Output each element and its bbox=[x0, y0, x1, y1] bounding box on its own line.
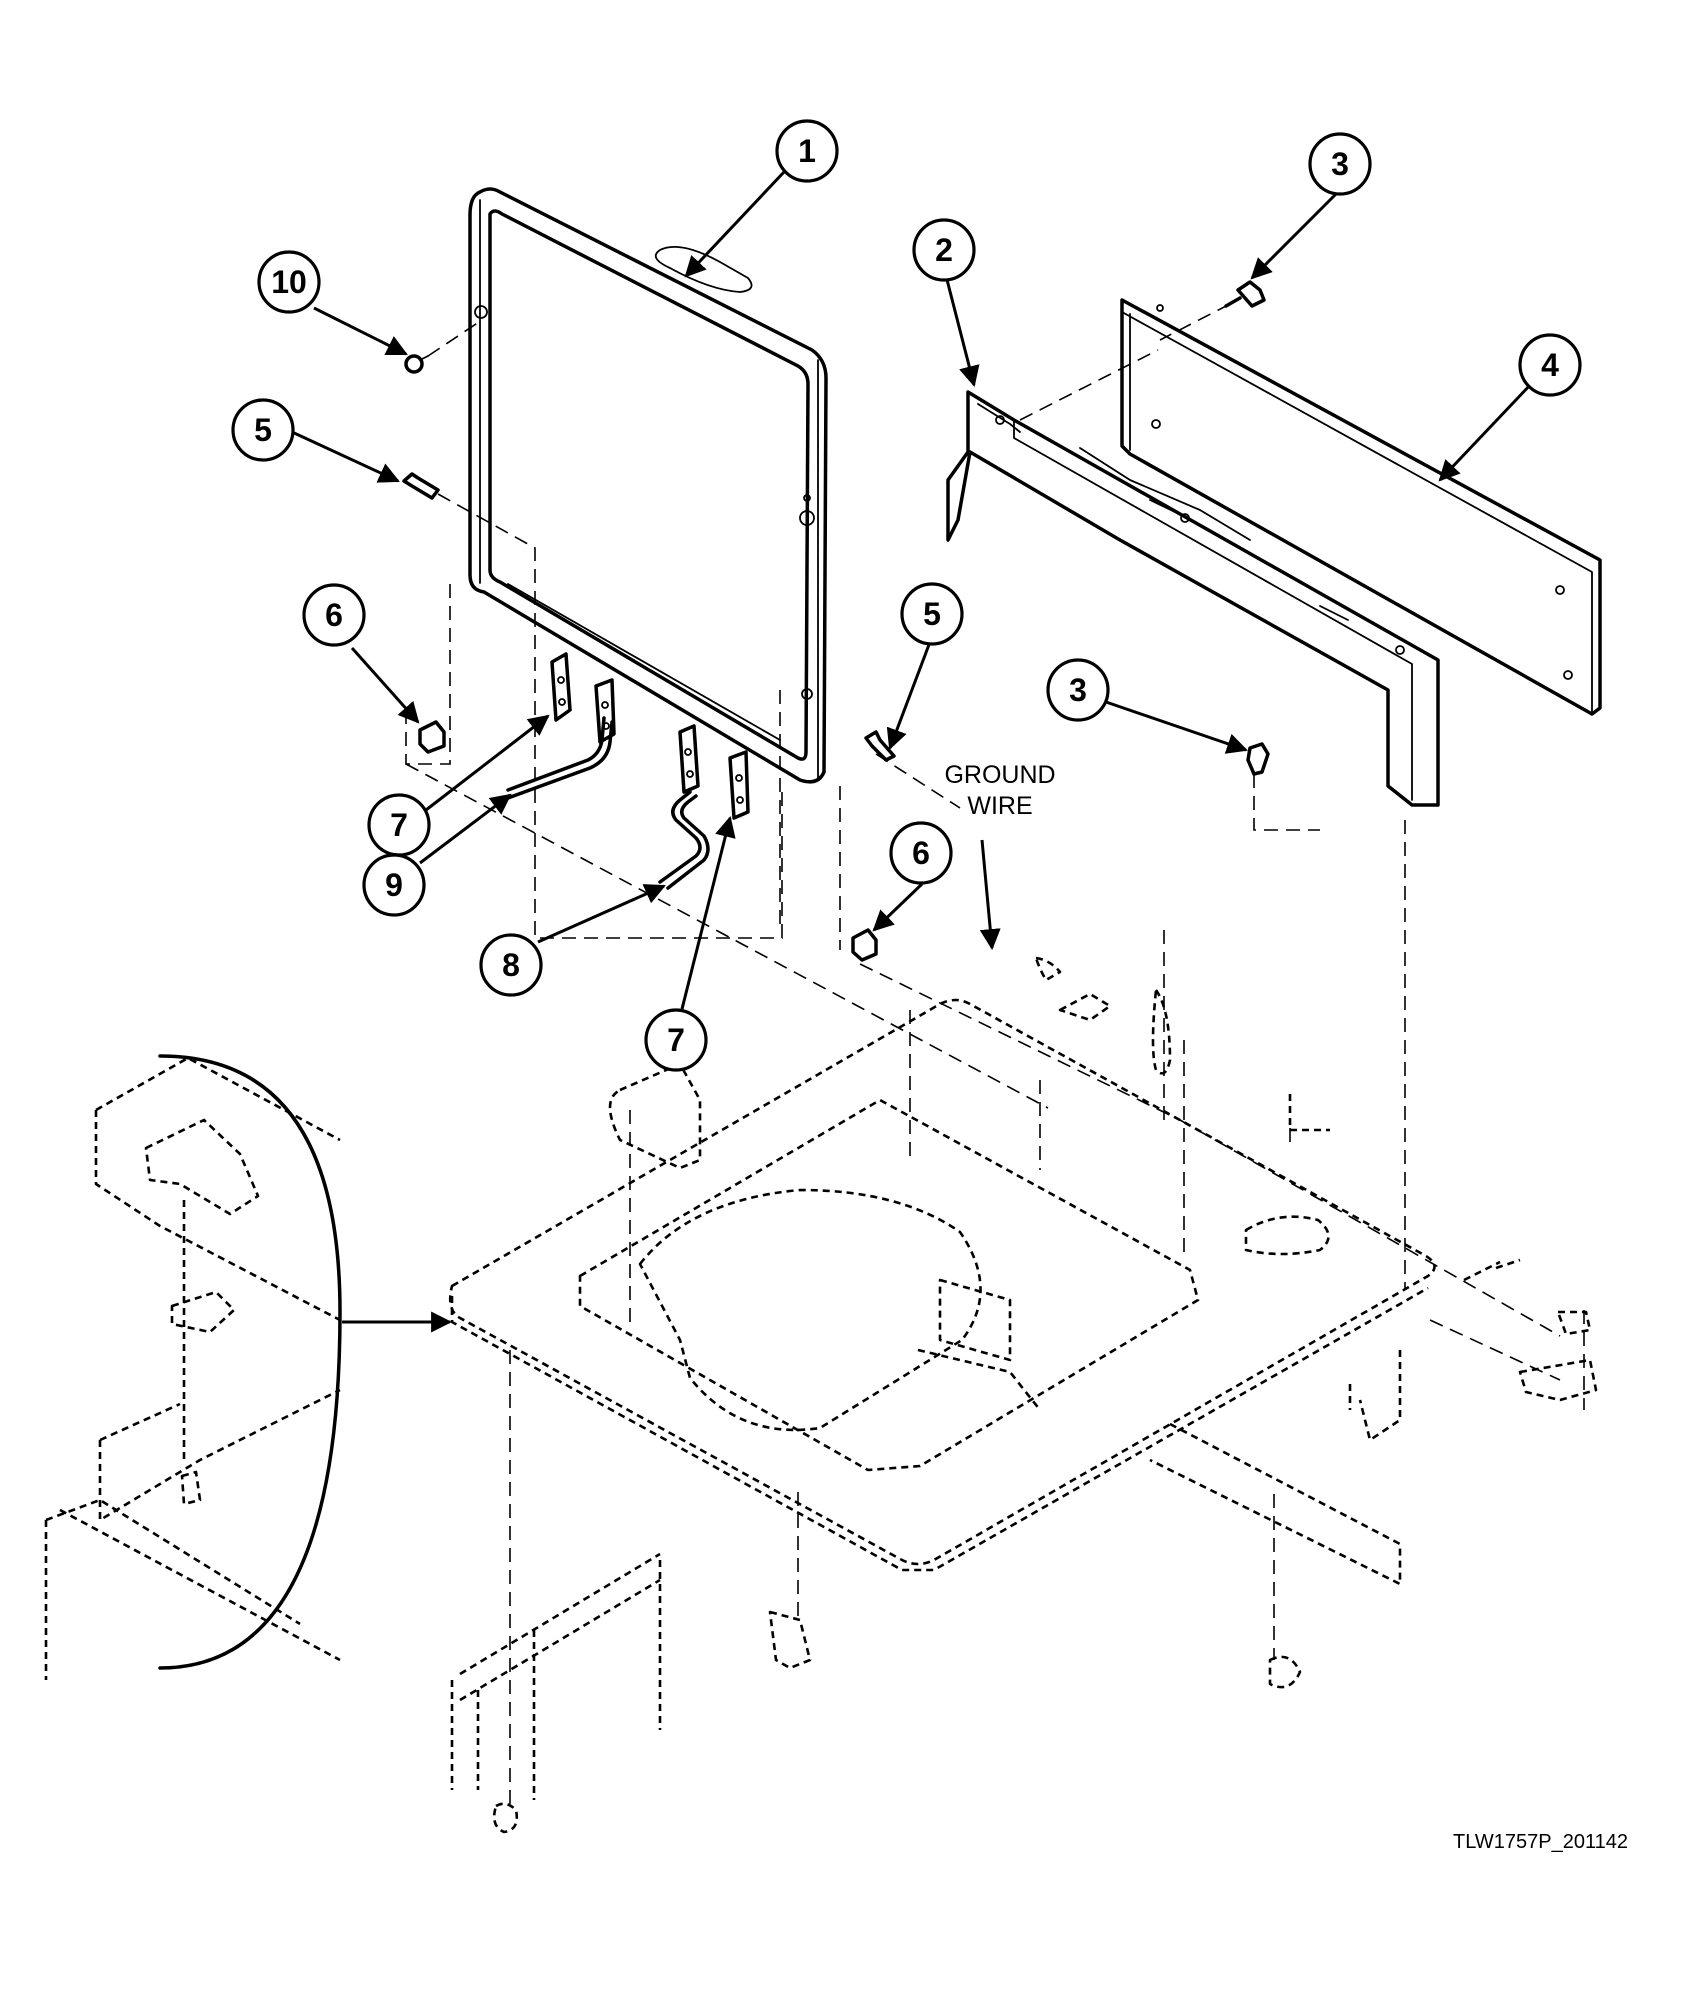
ground-wire-label-line1: GROUND bbox=[944, 761, 1055, 789]
callout-8: 8 bbox=[479, 933, 543, 997]
clip-part-6-left bbox=[418, 720, 446, 754]
screw-part-5-right bbox=[864, 730, 896, 762]
ground-wire-label-line2: WIRE bbox=[967, 792, 1032, 820]
callout-4-label: 4 bbox=[1541, 347, 1559, 383]
control-panel-cover bbox=[1120, 298, 1602, 716]
lid-frame bbox=[468, 187, 828, 784]
lid-rod-part-9 bbox=[506, 716, 614, 800]
callout-3-top: 3 bbox=[1308, 132, 1372, 196]
callout-2-label: 2 bbox=[935, 232, 953, 268]
callout-6-right-label: 6 bbox=[912, 835, 930, 871]
screw-part-3-top bbox=[1224, 280, 1266, 308]
callout-6-left: 6 bbox=[302, 583, 366, 647]
callout-6-right: 6 bbox=[889, 821, 953, 885]
callout-3-top-label: 3 bbox=[1331, 146, 1349, 182]
drawing-code: TLW1757P_201142 bbox=[1453, 1831, 1628, 1853]
cabinet-top-outline bbox=[448, 956, 1598, 1834]
detail-zoom-view bbox=[44, 1054, 453, 1680]
lid-rod-part-8 bbox=[658, 790, 710, 890]
callout-7-left-label: 7 bbox=[390, 807, 408, 843]
callout-arrows bbox=[291, 170, 1534, 1010]
callout-5-left: 5 bbox=[231, 398, 295, 462]
screw-part-3-lower bbox=[1246, 742, 1270, 776]
callout-9: 9 bbox=[362, 853, 426, 917]
callout-10: 10 bbox=[257, 250, 321, 314]
callout-1: 1 bbox=[775, 119, 839, 183]
callout-5-right: 5 bbox=[900, 582, 964, 646]
callout-7-right-label: 7 bbox=[667, 1022, 685, 1058]
callout-4: 4 bbox=[1518, 333, 1582, 397]
callout-7-left: 7 bbox=[367, 793, 431, 857]
screw-part-10 bbox=[404, 354, 429, 374]
clip-part-6-right bbox=[851, 928, 878, 962]
callout-10-label: 10 bbox=[271, 264, 307, 300]
callout-7-right: 7 bbox=[644, 1008, 708, 1072]
screw-part-5-left bbox=[402, 472, 440, 500]
rear-console-panel bbox=[946, 390, 1440, 807]
hinge-part-7 bbox=[550, 652, 750, 820]
callout-1-label: 1 bbox=[798, 133, 816, 169]
alignment-leader-lines bbox=[405, 303, 1585, 1810]
callout-6-left-label: 6 bbox=[325, 597, 343, 633]
callout-5-left-label: 5 bbox=[254, 412, 272, 448]
callout-3-lower-label: 3 bbox=[1069, 672, 1087, 708]
callout-8-label: 8 bbox=[502, 947, 520, 983]
callout-9-label: 9 bbox=[385, 867, 403, 903]
callout-5-right-label: 5 bbox=[923, 596, 941, 632]
callout-2: 2 bbox=[912, 218, 976, 282]
callout-3-lower: 3 bbox=[1046, 658, 1110, 722]
